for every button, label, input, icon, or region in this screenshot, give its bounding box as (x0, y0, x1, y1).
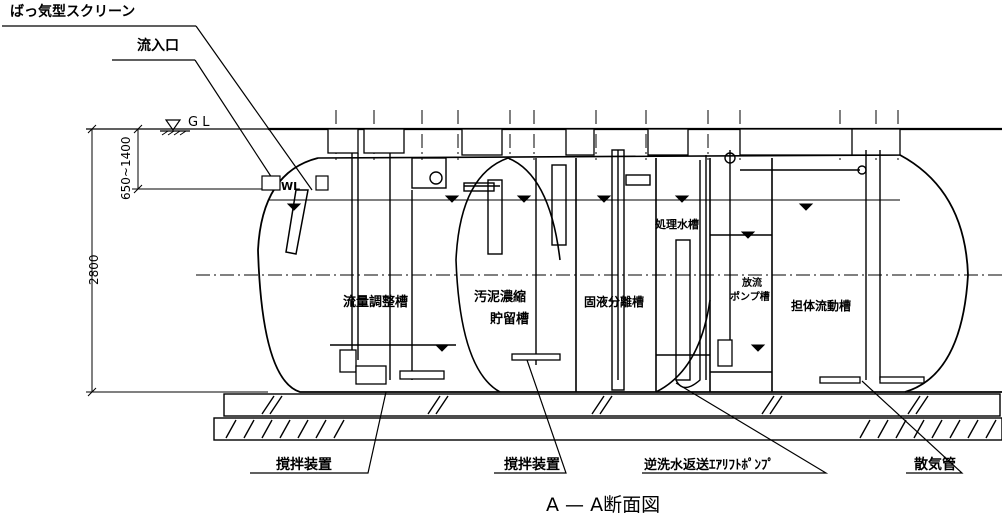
chamber-discharge-line2: ポンプ槽 (730, 290, 770, 303)
callout-leaders (250, 359, 964, 474)
inlet-leader-line-diag (194, 59, 273, 179)
tank-shell-right (899, 154, 969, 393)
depth-range-label: 650~1400 (119, 137, 133, 201)
inlet-pipe (261, 175, 281, 191)
inlet-label: 流入口 (137, 37, 179, 54)
equipment (339, 339, 925, 385)
tank-shell (257, 157, 1002, 393)
internal-piping (351, 149, 881, 391)
manhole-boxes (327, 128, 901, 156)
gl-label: G L (188, 115, 210, 130)
bar-screen (285, 189, 309, 255)
chamber-separation: 固液分離槽 (584, 294, 644, 309)
callout-mixer-2: 撹拌装置 (504, 456, 560, 473)
screen-leader-line-diag (195, 25, 313, 191)
callout-mixer-1: 撹拌装置 (276, 456, 332, 473)
wl-label: WL (281, 180, 300, 193)
water-level-markers (286, 195, 814, 352)
foundation (213, 393, 1002, 441)
chamber-carrier: 担体流動槽 (791, 298, 851, 313)
dim-ticks (87, 124, 143, 397)
chamber-walls (330, 157, 773, 393)
chamber-sludge-line2: 貯留槽 (490, 311, 529, 327)
gl-marker (160, 119, 190, 136)
chamber-discharge-line1: 放流 (741, 276, 762, 289)
chamber-treated: 処理水槽 (654, 217, 699, 231)
screen-box (315, 175, 329, 191)
chamber-flow-adjust: 流量調整槽 (343, 294, 408, 310)
callout-backwash-airlift: 逆洗水返送ｴｱﾘﾌﾄﾎﾟﾝﾌﾟ (644, 457, 774, 473)
callout-diffuser: 散気管 (914, 456, 956, 473)
chamber-sludge-line1: 汚泥濃縮 (474, 289, 526, 305)
section-caption: A — A断面図 (546, 494, 660, 516)
screen-label: ばっ気型スクリーン (10, 3, 135, 20)
total-depth-label: 2800 (87, 254, 101, 285)
